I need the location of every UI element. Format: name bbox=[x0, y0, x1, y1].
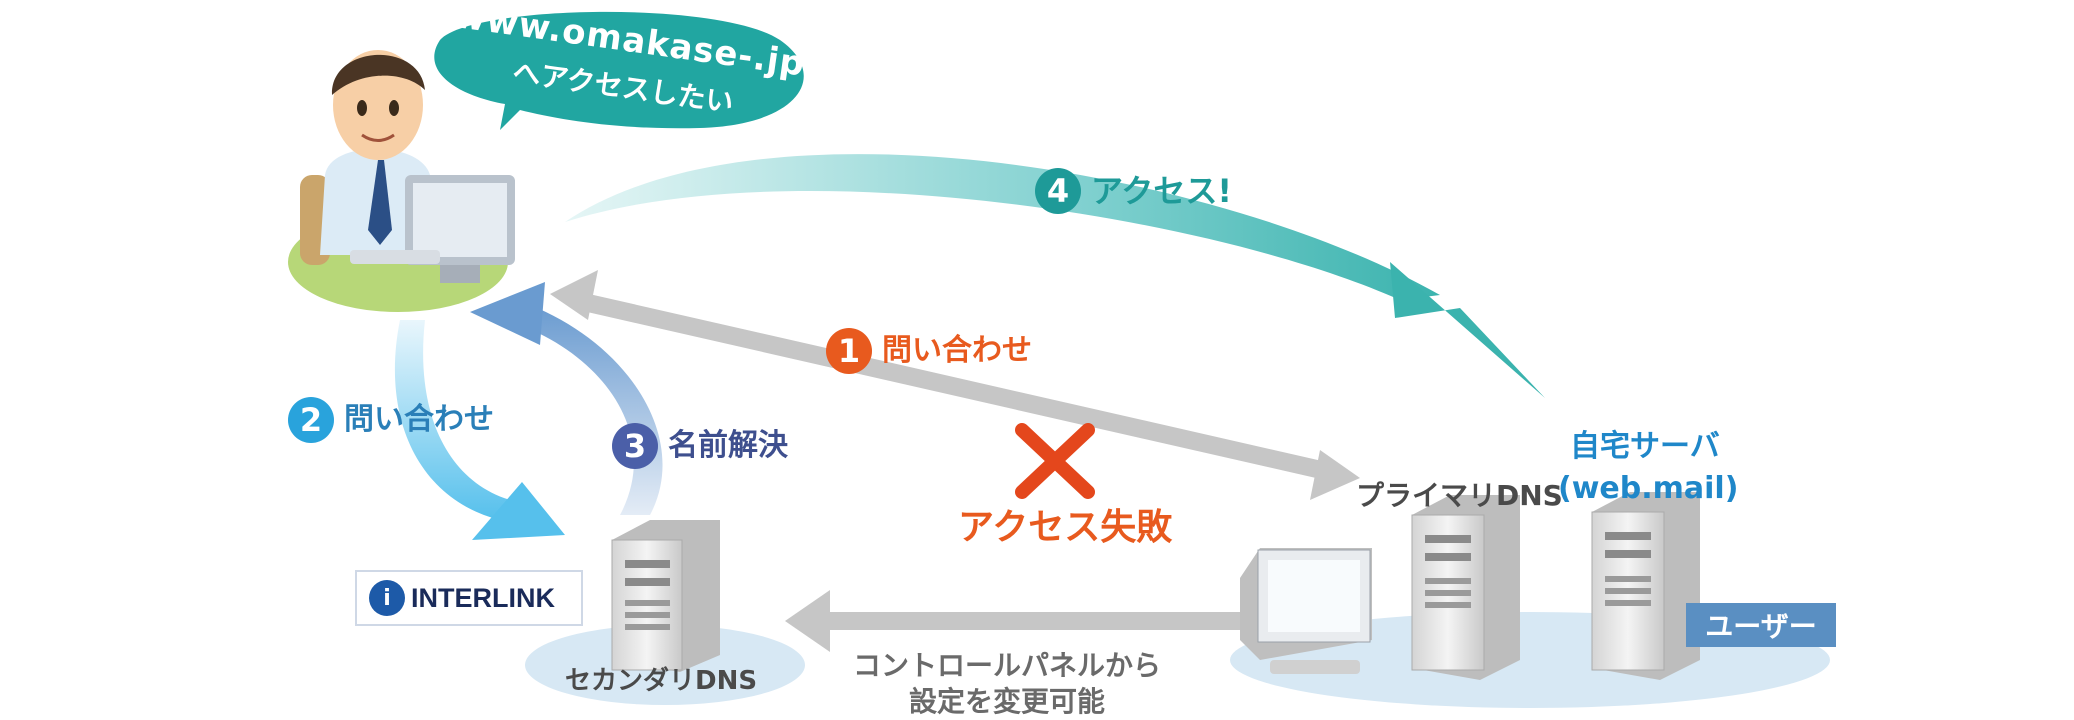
step-3-badge: 3 bbox=[612, 423, 658, 469]
arrow-4-head bbox=[1390, 262, 1545, 398]
step-1-badge: 1 bbox=[826, 328, 872, 374]
arrow-3-head bbox=[470, 282, 545, 345]
step-4-badge: 4 bbox=[1035, 168, 1081, 214]
arrow-1-head-left bbox=[550, 270, 598, 320]
step-1-text: 問い合わせ bbox=[882, 333, 1032, 368]
step-3-label: 3 名前解決 bbox=[612, 423, 788, 469]
home-server bbox=[1591, 492, 1700, 680]
home-server-label-line-1: 自宅サーバ bbox=[1570, 429, 1720, 464]
arrow-4-access bbox=[565, 154, 1440, 300]
step-3-text: 名前解決 bbox=[668, 428, 788, 463]
step-2-text: 問い合わせ bbox=[344, 402, 494, 437]
arrow-1-query bbox=[573, 291, 1332, 481]
user-label-box: ユーザー bbox=[1686, 603, 1836, 647]
control-panel-arrow-shaft bbox=[820, 612, 1240, 630]
step-4-text: アクセス! bbox=[1091, 172, 1232, 210]
primary-dns-label: プライマリDNS bbox=[1356, 479, 1563, 512]
control-panel-arrow-head bbox=[785, 590, 830, 652]
secondary-dns-server bbox=[611, 520, 720, 672]
home-server-label-line-2: (web.mail) bbox=[1558, 471, 1739, 506]
primary-monitor bbox=[1240, 548, 1372, 674]
step-4-label: 4 アクセス! bbox=[1035, 168, 1232, 214]
secondary-dns-label: セカンダリDNS bbox=[565, 666, 758, 696]
step-2-badge: 2 bbox=[288, 397, 334, 443]
interlink-logo-icon: i bbox=[369, 580, 405, 616]
arrow-1-head-right bbox=[1310, 450, 1360, 500]
person-at-computer bbox=[300, 50, 515, 283]
step-2-label: 2 問い合わせ bbox=[288, 397, 494, 443]
speech-bubble bbox=[434, 11, 804, 130]
control-panel-line-1: コントロールパネルから bbox=[852, 649, 1161, 682]
arrow-2-query bbox=[394, 320, 510, 520]
failure-x-mark bbox=[1015, 423, 1095, 499]
interlink-logo: i INTERLINK bbox=[355, 570, 583, 626]
control-panel-line-2: 設定を変更可能 bbox=[908, 685, 1105, 718]
interlink-logo-text: INTERLINK bbox=[411, 582, 555, 613]
access-failure-label: アクセス失敗 bbox=[958, 507, 1173, 548]
step-1-label: 1 問い合わせ bbox=[826, 328, 1032, 374]
arrow-3-resolve bbox=[520, 305, 663, 515]
primary-dns-server bbox=[1411, 495, 1520, 680]
arrow-2-head bbox=[472, 482, 565, 540]
